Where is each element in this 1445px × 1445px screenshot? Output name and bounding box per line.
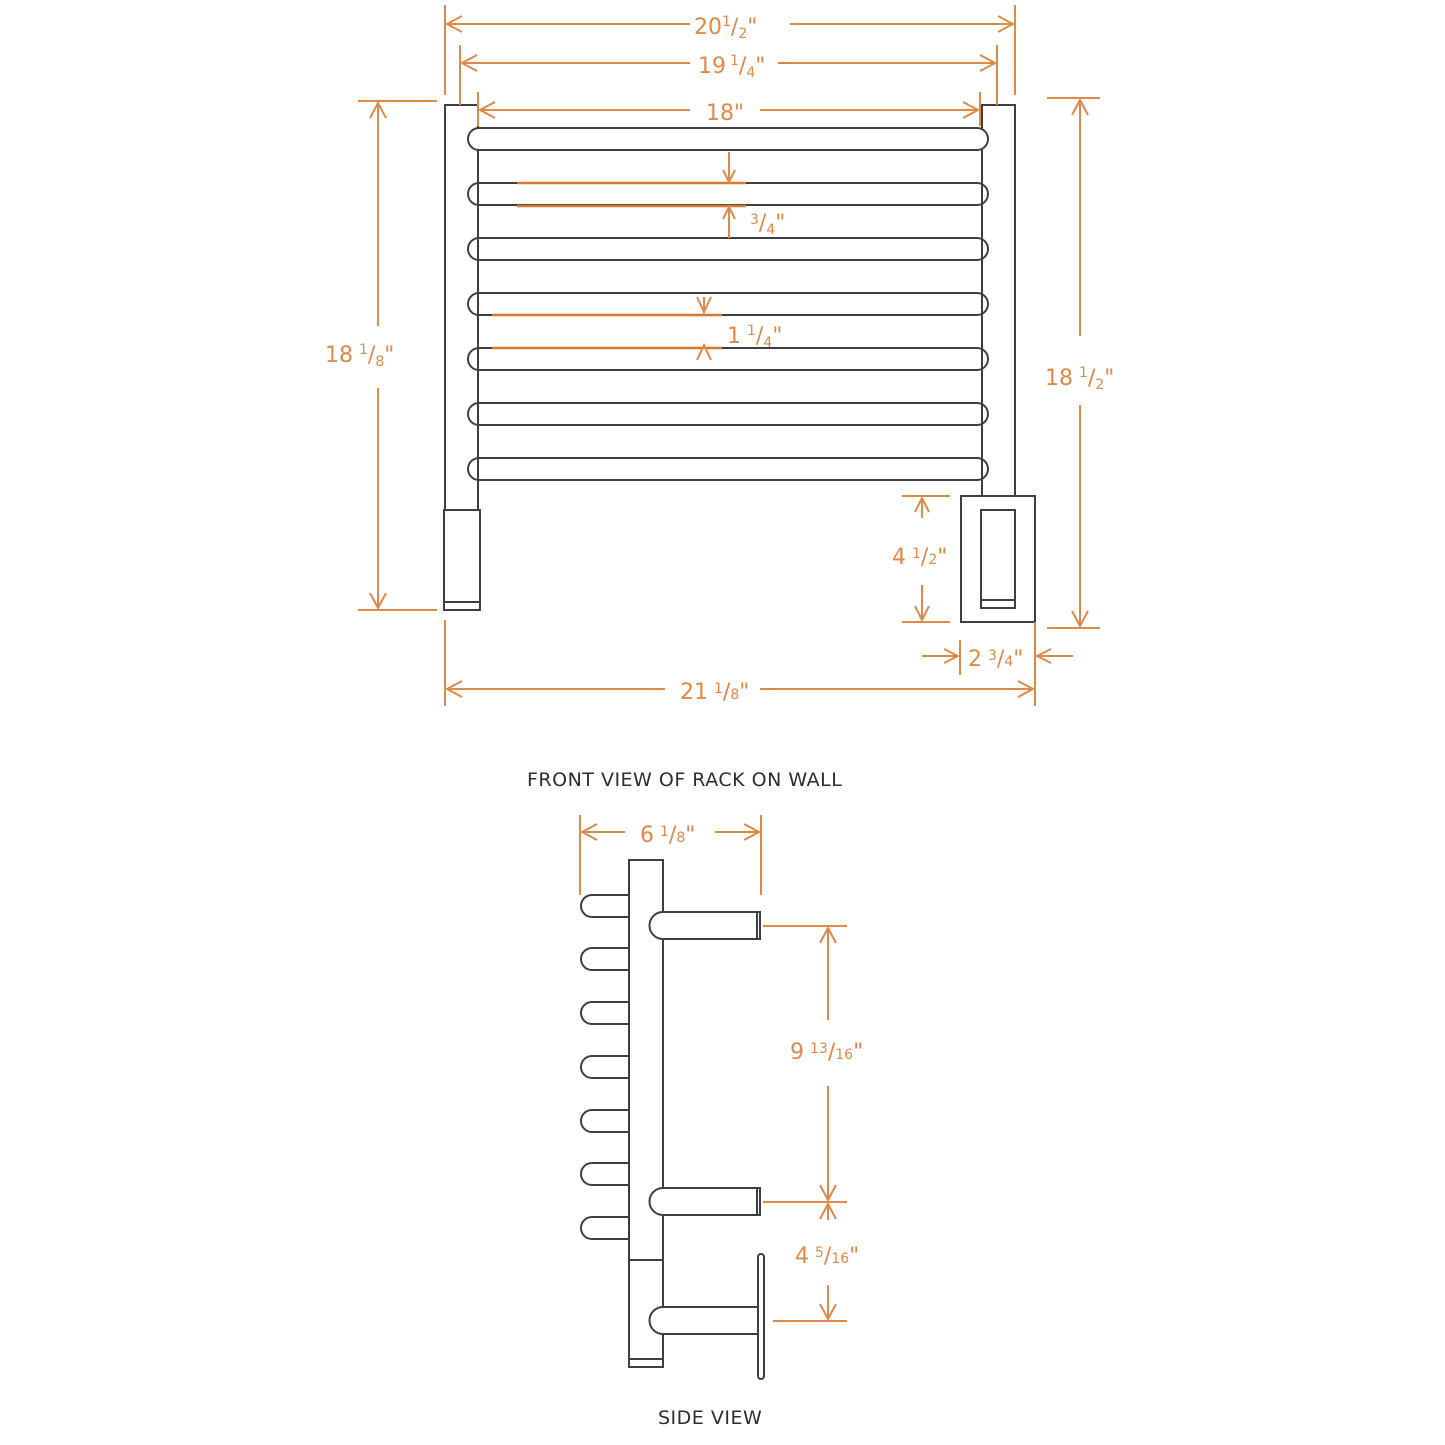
bar (467, 182, 989, 206)
dim-inner-width: 18" (477, 92, 981, 126)
svg-text:23/4": 23/4" (968, 647, 1023, 672)
side-bar-ends (580, 894, 629, 1240)
bar (467, 292, 989, 316)
towel-bars (467, 127, 989, 481)
bar (467, 127, 989, 151)
dim-overall-width-top: 201/2" (444, 5, 1016, 95)
svg-text:11/4": 11/4" (727, 323, 782, 351)
svg-text:41/2": 41/2" (892, 545, 947, 570)
svg-text:201/2": 201/2" (694, 14, 757, 42)
dim-bar-thickness: 3/4" (517, 152, 785, 238)
side-brackets (648, 911, 765, 1380)
left-post-foot (443, 509, 481, 611)
bar (467, 347, 989, 371)
svg-text:913/16": 913/16" (790, 1040, 863, 1065)
svg-text:211/8": 211/8" (680, 680, 749, 705)
side-view-caption: SIDE VIEW (658, 1407, 762, 1429)
bar (467, 457, 989, 481)
svg-text:3/4": 3/4" (750, 211, 785, 238)
svg-text:181/8": 181/8" (325, 342, 394, 370)
svg-text:18": 18" (706, 101, 744, 126)
bar (467, 237, 989, 261)
front-view-caption: FRONT VIEW OF RACK ON WALL (527, 769, 842, 791)
wall-plate (757, 1253, 765, 1380)
bar (467, 402, 989, 426)
right-post-foot (980, 509, 1016, 609)
svg-text:61/8": 61/8" (640, 823, 695, 848)
svg-text:45/16": 45/16" (795, 1244, 859, 1269)
svg-text:181/2": 181/2" (1045, 365, 1114, 393)
svg-text:191/4": 191/4" (698, 53, 765, 81)
